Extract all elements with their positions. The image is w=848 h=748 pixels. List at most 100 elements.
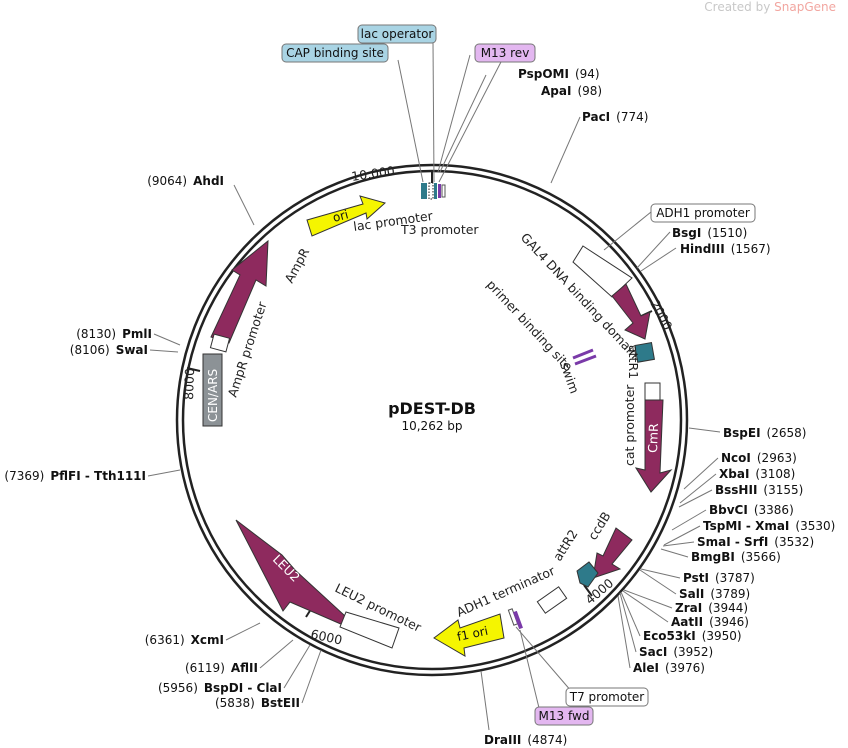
aatii-leader [622, 590, 669, 623]
site-bspdi-pos: (5956) [158, 681, 198, 695]
m13-rev-label: M13 rev [481, 46, 530, 60]
site-pflfi: (7369)PflFI - Tth111I [4, 469, 146, 483]
bst-leader [301, 649, 322, 704]
site-bspei-pos: (2658) [767, 426, 807, 440]
site-bmgbi: BmgBI (3566) [691, 550, 781, 564]
smai-leader [662, 541, 695, 547]
site-pflfi-pos: (7369) [4, 469, 44, 483]
site-hindiii-pos: (1567) [731, 242, 771, 256]
feature-lac-region [421, 182, 446, 200]
adh1-promoter-box [650, 203, 756, 223]
site-tspmi-name: TspMI - XmaI [703, 519, 789, 533]
site-bbvci-pos: (3386) [754, 503, 794, 517]
tspmi-leader [663, 525, 701, 546]
cmr-arrow [634, 399, 673, 493]
site-tspmi-pos: (3530) [795, 519, 835, 533]
site-bsteii: (5838)BstEII [215, 696, 300, 710]
site-swai-pos: (8106) [70, 343, 110, 357]
xcm-leader [225, 622, 261, 641]
site-pspomi-name: PspOMI [518, 67, 569, 81]
site-smai-name: SmaI - SrfI [697, 535, 768, 549]
f1-ori-arrow [433, 613, 505, 657]
bmgbi-leader [660, 548, 689, 558]
ampr-label: AmpR [281, 245, 312, 285]
cap-binding-mark [421, 183, 427, 199]
lac-operator-leader [432, 41, 435, 183]
site-aflii: (6119)AflII [185, 661, 258, 675]
tick-8000 [186, 367, 201, 372]
site-bspdi: (5956)BspDI - ClaI [158, 681, 282, 695]
backbone-outer-strand [175, 163, 689, 677]
site-sali-name: SalI [679, 587, 704, 601]
sac-leader [619, 592, 637, 653]
apa-leader [439, 74, 487, 173]
site-swai-name: SwaI [116, 343, 148, 357]
site-psti-pos: (3787) [715, 571, 755, 585]
site-ncoi-name: NcoI [721, 451, 751, 465]
m13-fwd-mark [513, 610, 523, 630]
site-ahdi: (9064) AhdI [147, 174, 224, 188]
cap-binding-site-box [281, 43, 389, 63]
plasmid-length: 10,262 bp [401, 419, 462, 433]
ampr-arrow [210, 239, 269, 344]
adh1-terminator-label: ADH1 terminator [454, 563, 558, 620]
cmr-label: CmR [645, 423, 661, 453]
site-bmgbi-name: BmgBI [691, 550, 735, 564]
site-tspmi: TspMI - XmaI (3530) [703, 519, 835, 533]
site-draiii-pos: (4874) [527, 733, 567, 747]
t7-leader [515, 626, 573, 693]
t7-promoter-label: T7 promoter [569, 690, 645, 704]
site-bspei-name: BspEI [723, 426, 761, 440]
site-sali: SalI(3789) [679, 587, 750, 601]
afl-leader [259, 639, 294, 669]
m13-fwd-label: M13 fwd [539, 709, 590, 723]
ampr-promoter-feature [209, 333, 231, 353]
dra-leader [480, 670, 490, 731]
restriction-sites-left: (9064)AhdI (8130)PmlI (8106)SwaI (7369)P… [4, 174, 300, 710]
site-eco53ki-pos: (3950) [702, 629, 742, 643]
site-bsgi: BsgI(1510) [672, 226, 747, 240]
credit-brand: SnapGene [774, 0, 836, 14]
site-hindiii: HindIII(1567) [680, 242, 771, 256]
pst-leader [640, 568, 681, 579]
site-aatii-name: AatII [671, 615, 703, 629]
site-leaders [147, 116, 721, 731]
site-bspei: BspEI (2658) [723, 426, 806, 440]
site-bsshii-name: BssHII [715, 483, 757, 497]
site-psti-name: PstI [683, 571, 709, 585]
m13-rev-mark [438, 184, 441, 198]
pac-leader [550, 116, 581, 184]
site-apai-name: ApaI [541, 84, 571, 98]
attr1-label: attR1 [626, 345, 641, 379]
site-pspomi: PspOMI(94) [518, 67, 600, 81]
site-ahdi-name: AhdI [193, 174, 224, 188]
adh1-promoter-label: ADH1 promoter [656, 206, 750, 220]
bsg-leader [636, 231, 671, 269]
credit-prefix: Created by [704, 0, 771, 14]
site-xbai-pos: (3108) [755, 467, 795, 481]
ccdb-arrow [592, 527, 633, 579]
site-ncoi-pos: (2963) [757, 451, 797, 465]
tick-4000 [583, 584, 593, 597]
site-bsteii-name: BstEII [261, 696, 300, 710]
site-ncoi: NcoI (2963) [721, 451, 797, 465]
site-pmli-name: PmlI [122, 327, 152, 341]
tick-label-2000: 2000 [647, 297, 675, 332]
xba-leader [679, 473, 717, 504]
cat-promoter-feature [644, 382, 661, 402]
pml-leader [153, 333, 181, 346]
site-xcmi: (6361)XcmI [145, 633, 224, 647]
hind-leader [640, 247, 677, 272]
t3-promoter-label: T3 promoter [400, 222, 479, 237]
cat-promoter-label: cat promoter [622, 384, 637, 466]
bsshii-leader [678, 489, 713, 508]
site-ahdi-pos: (9064) [147, 174, 187, 188]
psp-leader [437, 54, 471, 173]
primer-binding-site-label: primer binding site [484, 277, 576, 374]
site-bmgbi-pos: (3566) [741, 550, 781, 564]
lac-operator-label: lac operator [361, 27, 434, 41]
site-swai: (8106) SwaI [70, 343, 148, 357]
site-xcmi-name: XcmI [191, 633, 224, 647]
bbvci-leader [671, 509, 707, 531]
m13-rev-box [474, 43, 536, 63]
